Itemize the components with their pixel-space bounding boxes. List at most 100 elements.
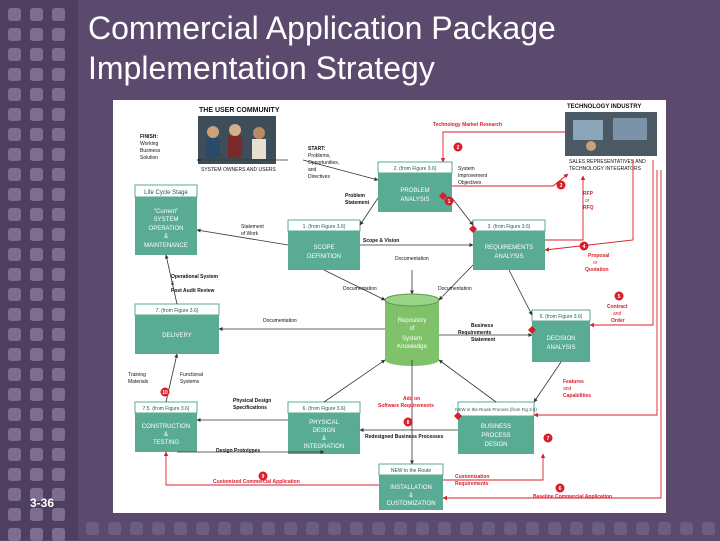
- decorative-dot: [8, 368, 21, 381]
- decision-diamonds: [439, 192, 536, 420]
- decorative-dot: [52, 108, 65, 121]
- svg-text:SCOPE: SCOPE: [313, 245, 334, 251]
- svg-text:and: and: [308, 167, 317, 173]
- svg-text:MAINTENANCE: MAINTENANCE: [144, 243, 188, 249]
- problem-statement-label-1: Problem: [345, 193, 366, 199]
- decorative-dot: [174, 522, 187, 535]
- customization-req-label-2: Requirements: [455, 481, 489, 487]
- svg-text:of: of: [409, 326, 414, 332]
- business-req-label-2: Requirements: [458, 330, 492, 336]
- decorative-dot: [30, 288, 43, 301]
- decorative-dot: [30, 108, 43, 121]
- documentation-left-label: Documentation: [263, 318, 297, 324]
- decorative-dot: [30, 48, 43, 61]
- physical-design-label-1: Physical Design: [233, 398, 271, 404]
- decorative-dot: [152, 522, 165, 535]
- repository-cylinder: Repository of System Knowledge: [384, 293, 440, 366]
- svg-text:SYSTEM: SYSTEM: [154, 217, 179, 223]
- decorative-dot: [130, 522, 143, 535]
- svg-text:Solution: Solution: [140, 155, 158, 161]
- decision-analysis-box: 5. (from Figure 3.6) DECISION ANALYSIS: [531, 309, 591, 362]
- decorative-dot: [8, 428, 21, 441]
- decorative-dot: [52, 268, 65, 281]
- decorative-dot: [52, 248, 65, 261]
- decorative-dot: [52, 208, 65, 221]
- decorative-dot: [52, 148, 65, 161]
- decorative-dot: [658, 522, 671, 535]
- decorative-dot: [8, 348, 21, 361]
- svg-text:NEW to the Route: NEW to the Route: [391, 468, 432, 474]
- decorative-dot: [52, 128, 65, 141]
- decorative-dot: [52, 348, 65, 361]
- svg-text:&: &: [164, 432, 168, 438]
- decorative-dot: [30, 68, 43, 81]
- decorative-dot: [306, 522, 319, 535]
- sales-reps-label-2: TECHNOLOGY INTEGRATORS: [569, 166, 642, 172]
- tech-industry-label: TECHNOLOGY INDUSTRY: [567, 104, 641, 110]
- decorative-dot: [438, 522, 451, 535]
- decorative-dot: [460, 522, 473, 535]
- contract-label-2: and: [613, 311, 622, 317]
- decorative-dot: [108, 522, 121, 535]
- decorative-dot: [482, 522, 495, 535]
- sales-reps-label-1: SALES REPRESENTATIVES AND: [569, 159, 646, 165]
- svg-text:1: 1: [448, 199, 451, 205]
- decorative-dot: [8, 128, 21, 141]
- decorative-dot: [52, 328, 65, 341]
- svg-text:ANALYSIS: ANALYSIS: [401, 197, 430, 203]
- strategy-diagram: THE USER COMMUNITY TECHNOLOGY INDUSTRY S…: [113, 100, 666, 513]
- scope-vision-label: Scope & Vision: [363, 238, 399, 244]
- svg-text:BUSINESS: BUSINESS: [481, 424, 511, 430]
- decorative-dot: [8, 448, 21, 461]
- rfp-label-1: RFP: [583, 191, 594, 197]
- decorative-dot: [52, 408, 65, 421]
- svg-text:3. (from Figure 3.6): 3. (from Figure 3.6): [488, 224, 531, 230]
- delivery-box: 7. (from Figure 3.6) DELIVERY: [134, 303, 220, 354]
- svg-text:PROCESS: PROCESS: [481, 433, 510, 439]
- decorative-dot: [196, 522, 209, 535]
- redesigned-label: Redesigned Business Processes: [365, 434, 444, 440]
- svg-text:7: 7: [547, 436, 550, 442]
- business-process-design-box: NEW in the Route Process (from Fig 3.6) …: [455, 401, 537, 454]
- decorative-dot: [394, 522, 407, 535]
- svg-text:ANALYSIS: ANALYSIS: [547, 345, 576, 351]
- decorative-dot: [8, 328, 21, 341]
- svg-text:10: 10: [162, 390, 168, 396]
- svg-text:FINISH:: FINISH:: [140, 134, 158, 140]
- decorative-dot: [8, 308, 21, 321]
- decorative-dot: [52, 448, 65, 461]
- decorative-dot: [30, 268, 43, 281]
- svg-text:INTEGRATION: INTEGRATION: [304, 444, 345, 450]
- decorative-dot: [8, 188, 21, 201]
- design-prototypes-label: Design Prototypes: [216, 448, 260, 454]
- decorative-dot: [8, 528, 21, 541]
- svg-text:&: &: [409, 493, 413, 499]
- decorative-dot: [30, 428, 43, 441]
- flow-arrows: [164, 158, 562, 465]
- svg-text:Repository: Repository: [398, 318, 427, 324]
- svg-text:6: 6: [559, 486, 562, 492]
- decorative-dot: [284, 522, 297, 535]
- decorative-dot-row: [78, 516, 720, 540]
- decorative-dot: [52, 528, 65, 541]
- svg-text:8: 8: [407, 420, 410, 426]
- features-label-3: Capabilities: [563, 393, 591, 399]
- customized-app-label: Customized Commercial Application: [213, 479, 300, 485]
- slide-title: Commercial Application Package Implement…: [88, 8, 708, 88]
- svg-text:5: 5: [618, 294, 621, 300]
- svg-text:9: 9: [262, 474, 265, 480]
- svg-text:PROBLEM: PROBLEM: [400, 188, 429, 194]
- decorative-dot: [30, 468, 43, 481]
- decorative-dot: [262, 522, 275, 535]
- decorative-dot: [8, 388, 21, 401]
- decorative-dot: [240, 522, 253, 535]
- problem-analysis-box: 2. (from Figure 3.6) PROBLEM ANALYSIS: [377, 161, 453, 212]
- rfp-label-2: or: [585, 198, 590, 204]
- svg-text:NEW in the Route Process (from: NEW in the Route Process (from Fig 3.6): [455, 407, 537, 412]
- documentation-center-label: Documentation: [343, 286, 377, 292]
- decorative-dot: [30, 308, 43, 321]
- contract-label-1: Contract: [607, 304, 628, 310]
- svg-text:ANALYSIS: ANALYSIS: [495, 254, 524, 260]
- svg-text:"Current": "Current": [154, 209, 178, 215]
- slide-title-line-1: Commercial Application Package: [88, 10, 556, 46]
